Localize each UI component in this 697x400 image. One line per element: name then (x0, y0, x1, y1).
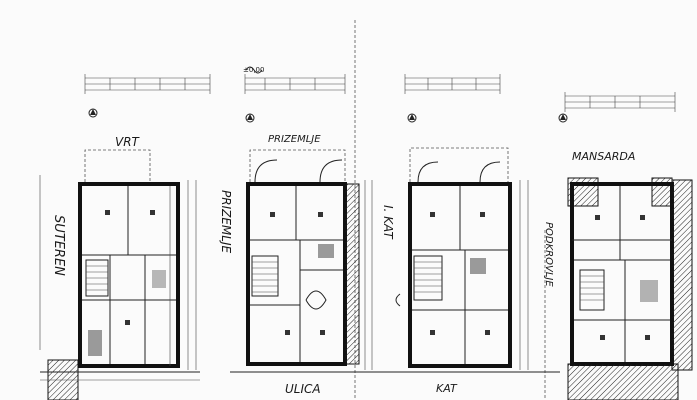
label-kat-bottom: KAT (436, 382, 458, 395)
section-markers (88, 108, 568, 123)
label-podkrovlje: PODKROVLJE (543, 222, 554, 287)
dimension-strip-3 (404, 74, 501, 94)
label-i-kat: I. KAT (381, 205, 395, 240)
plan-prizemlje (246, 149, 373, 370)
label-prizemlje-side: PRIZEMLJE (219, 190, 233, 253)
plan-mansarda (567, 177, 693, 400)
dimension-strip-4 (564, 92, 676, 112)
label-mansarda: MANSARDA (572, 150, 635, 163)
dimension-strip-1 (84, 74, 211, 94)
dimension-strip-2 (244, 66, 346, 94)
label-vrt: VRT (115, 135, 141, 149)
plan-kat (395, 147, 529, 370)
label-level: ±0,00 (243, 66, 264, 74)
label-prizemlje-top: PRIZEMLJE (268, 134, 321, 145)
label-suteren: SUTEREN (51, 215, 66, 276)
label-ulica: ULICA (285, 382, 321, 396)
